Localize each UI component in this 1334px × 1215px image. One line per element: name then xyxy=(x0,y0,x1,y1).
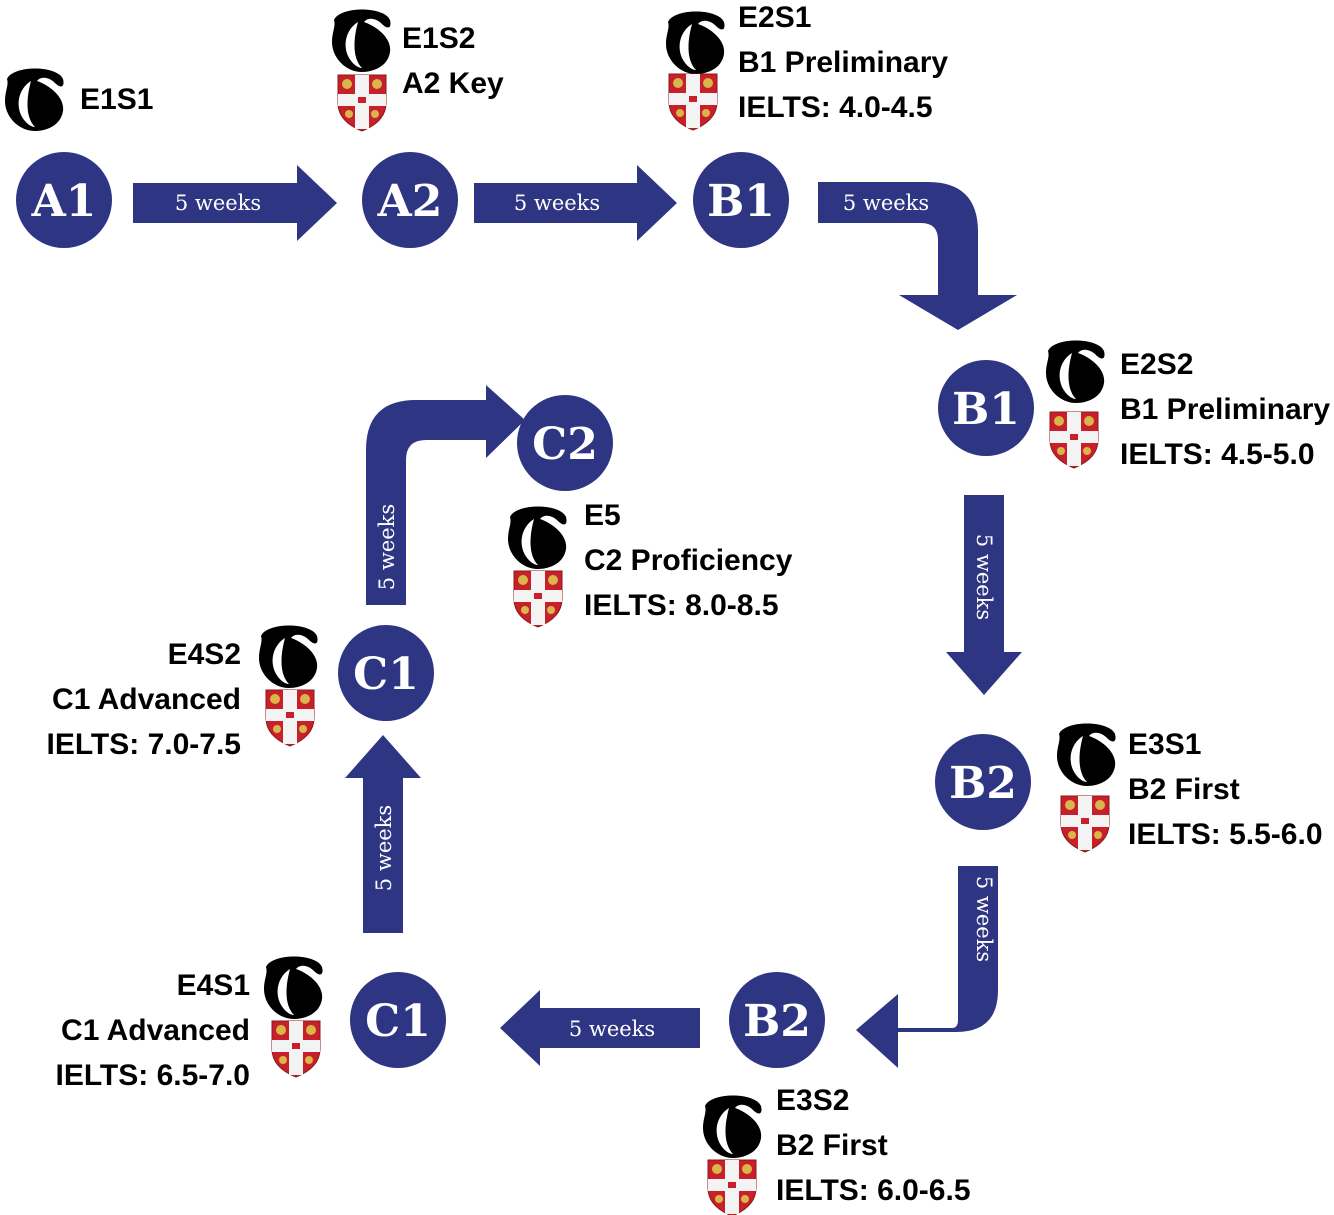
node-c1-mid-label: C1 xyxy=(353,649,419,700)
node-b1-top-label: B1 xyxy=(707,176,775,227)
node-b1-right: B1 xyxy=(938,360,1034,456)
e3s1-exam: B2 First xyxy=(1128,773,1240,806)
e2s1-exam: B1 Preliminary xyxy=(738,46,949,79)
e3s1-code: E3S1 xyxy=(1128,728,1202,761)
arrow-b1-to-b1 xyxy=(818,182,1017,330)
dark-oval-logo-icon xyxy=(259,625,318,688)
arrow-label-b2-b2: 5 weeks xyxy=(972,876,996,962)
node-c1-mid: C1 xyxy=(338,625,434,721)
arrow-c1-to-c1 xyxy=(345,735,421,933)
college-crest-shield-icon xyxy=(513,570,563,628)
arrow-label-b1-b1: 5 weeks xyxy=(843,191,929,215)
arrow-c1-to-c2 xyxy=(366,385,525,605)
node-a2: A2 xyxy=(362,152,458,248)
college-crest-shield-icon xyxy=(337,74,387,132)
node-c2: C2 xyxy=(517,395,613,491)
node-b2-bottom-label: B2 xyxy=(743,996,811,1047)
e5-code: E5 xyxy=(584,499,621,532)
arrow-b2-to-b2 xyxy=(856,866,998,1068)
label-e2s1: E2S1 B1 Preliminary IELTS: 4.0-4.5 xyxy=(738,0,948,130)
node-a1-label: A1 xyxy=(31,176,97,227)
dark-oval-logo-icon xyxy=(264,956,323,1019)
node-a2-label: A2 xyxy=(377,176,443,227)
label-e3s1: E3S1 B2 First IELTS: 5.5-6.0 xyxy=(1128,722,1323,857)
dark-oval-logo-icon xyxy=(5,68,64,131)
e2s2-exam: B1 Preliminary xyxy=(1120,393,1331,426)
e3s2-ielts: IELTS: 6.0-6.5 xyxy=(776,1174,971,1207)
node-c1-bottom: C1 xyxy=(350,972,446,1068)
node-b1-top: B1 xyxy=(693,152,789,248)
e1s2-exam: A2 Key xyxy=(402,67,504,100)
dark-oval-logo-icon xyxy=(332,9,391,72)
label-e4s2: E4S2 C1 Advanced IELTS: 7.0-7.5 xyxy=(46,632,241,767)
e4s1-code: E4S1 xyxy=(176,969,250,1002)
arrow-label-b1-b2: 5 weeks xyxy=(972,534,996,620)
college-crest-shield-icon xyxy=(265,689,315,747)
node-c2-label: C2 xyxy=(532,419,598,470)
node-b2-right-label: B2 xyxy=(949,758,1017,809)
label-e5: E5 C2 Proficiency IELTS: 8.0-8.5 xyxy=(584,493,792,628)
e4s1-exam: C1 Advanced xyxy=(61,1014,250,1047)
label-e1s2: E1S2 A2 Key xyxy=(402,16,504,106)
college-crest-shield-icon xyxy=(668,73,718,131)
arrow-label-c1-c2: 5 weeks xyxy=(375,504,399,590)
e4s2-ielts: IELTS: 7.0-7.5 xyxy=(46,728,241,761)
dark-oval-logo-icon xyxy=(1046,340,1105,403)
dark-oval-logo-icon xyxy=(703,1095,762,1158)
arrow-label-a2-b1: 5 weeks xyxy=(514,191,600,215)
e4s1-ielts: IELTS: 6.5-7.0 xyxy=(55,1059,250,1092)
e2s2-ielts: IELTS: 4.5-5.0 xyxy=(1120,438,1315,471)
label-e4s1: E4S1 C1 Advanced IELTS: 6.5-7.0 xyxy=(55,963,250,1098)
label-e2s2: E2S2 B1 Preliminary IELTS: 4.5-5.0 xyxy=(1120,342,1330,477)
label-e3s2: E3S2 B2 First IELTS: 6.0-6.5 xyxy=(776,1078,971,1213)
node-b2-right: B2 xyxy=(935,734,1031,830)
e2s1-ielts: IELTS: 4.0-4.5 xyxy=(738,91,933,124)
dark-oval-logo-icon xyxy=(1057,723,1116,786)
e5-exam: C2 Proficiency xyxy=(584,544,793,577)
node-a1: A1 xyxy=(16,152,112,248)
e1s1-code: E1S1 xyxy=(80,83,154,116)
label-e1s1: E1S1 xyxy=(80,77,153,122)
arrow-label-a1-a2: 5 weeks xyxy=(175,191,261,215)
college-crest-shield-icon xyxy=(1060,795,1110,853)
e3s1-ielts: IELTS: 5.5-6.0 xyxy=(1128,818,1323,851)
dark-oval-logo-icon xyxy=(666,11,725,74)
e4s2-code: E4S2 xyxy=(167,638,241,671)
dark-oval-logo-icon xyxy=(508,506,567,569)
e4s2-exam: C1 Advanced xyxy=(52,683,241,716)
e2s2-code: E2S2 xyxy=(1120,348,1194,381)
e3s2-code: E3S2 xyxy=(776,1084,850,1117)
arrow-label-b2-c1: 5 weeks xyxy=(569,1017,655,1041)
e5-ielts: IELTS: 8.0-8.5 xyxy=(584,589,779,622)
e2s1-code: E2S1 xyxy=(738,1,812,34)
node-c1-bottom-label: C1 xyxy=(365,996,431,1047)
node-b2-bottom: B2 xyxy=(729,972,825,1068)
college-crest-shield-icon xyxy=(707,1159,757,1215)
college-crest-shield-icon xyxy=(1049,411,1099,469)
arrow-b2-to-c1 xyxy=(500,990,700,1066)
arrow-b1-to-b2 xyxy=(946,495,1022,695)
stray-text: A C xyxy=(1030,785,1049,815)
e3s2-exam: B2 First xyxy=(776,1129,888,1162)
arrow-a1-to-a2 xyxy=(133,165,337,241)
arrow-label-c1-c1: 5 weeks xyxy=(372,805,396,891)
college-crest-shield-icon xyxy=(271,1020,321,1078)
node-b1-right-label: B1 xyxy=(952,384,1020,435)
arrow-a2-to-b1 xyxy=(474,165,677,241)
e1s2-code: E1S2 xyxy=(402,22,476,55)
